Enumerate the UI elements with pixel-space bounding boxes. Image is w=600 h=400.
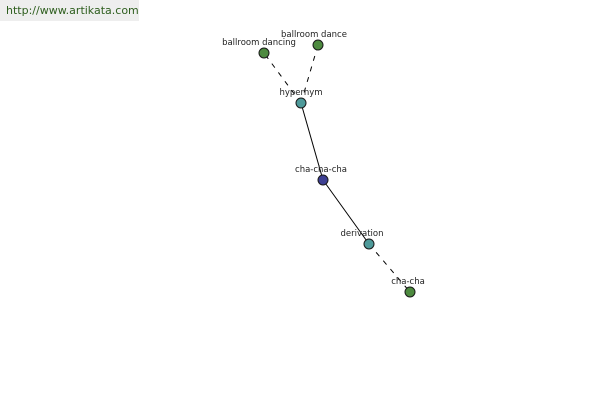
edges-layer bbox=[263, 44, 411, 293]
edge-cha-cha-cha-to-hypernym bbox=[300, 102, 324, 181]
node-cha-cha-cha[interactable] bbox=[317, 174, 329, 186]
watermark-url[interactable]: http://www.artikata.com bbox=[0, 0, 139, 21]
node-label-derivation[interactable]: derivation bbox=[340, 229, 383, 239]
node-derivation[interactable] bbox=[363, 238, 375, 250]
node-label-cha-cha-cha[interactable]: cha-cha-cha bbox=[295, 165, 347, 175]
node-label-ballroom-dancing[interactable]: ballroom dancing bbox=[222, 38, 296, 48]
node-cha-cha[interactable] bbox=[404, 286, 416, 298]
node-label-ballroom-dance[interactable]: ballroom dance bbox=[281, 30, 347, 40]
node-label-hypernym[interactable]: hypernym bbox=[279, 88, 322, 98]
node-label-cha-cha[interactable]: cha-cha bbox=[391, 277, 425, 287]
nodes-layer bbox=[258, 39, 416, 298]
node-ballroom-dancing[interactable] bbox=[258, 47, 270, 59]
edge-cha-cha-cha-to-derivation bbox=[322, 179, 370, 245]
node-ballroom-dance[interactable] bbox=[312, 39, 324, 51]
node-hypernym[interactable] bbox=[295, 97, 307, 109]
